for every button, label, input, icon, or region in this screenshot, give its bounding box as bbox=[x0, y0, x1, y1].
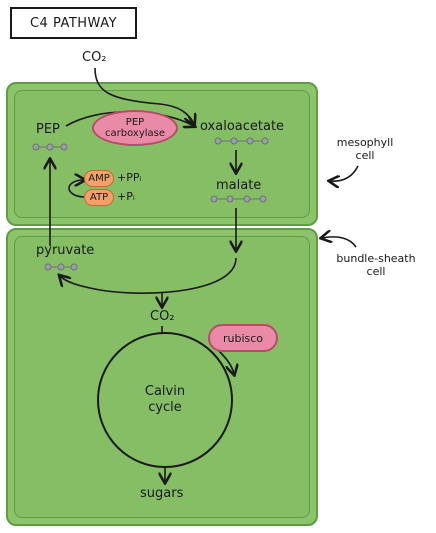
pep-molecule-icon bbox=[32, 143, 68, 151]
rubisco-arrow bbox=[217, 349, 234, 374]
malate-molecule-icon bbox=[210, 195, 267, 203]
bundle-sheath-cell-label: bundle-sheath cell bbox=[336, 252, 416, 278]
pep-label: PEP bbox=[36, 122, 60, 137]
pep-carboxylase-enzyme: PEP carboxylase bbox=[92, 110, 178, 146]
mesophyll-label-arrow bbox=[330, 165, 359, 181]
bundle-sheath-label-arrow bbox=[322, 237, 357, 248]
co2-top-label: CO₂ bbox=[82, 50, 107, 65]
malate-label: malate bbox=[216, 178, 262, 193]
rubisco-enzyme: rubisco bbox=[208, 324, 278, 352]
pep-carboxylase-label: PEP carboxylase bbox=[105, 117, 165, 139]
atp-pill: ATP bbox=[84, 189, 114, 206]
oxaloacetate-label: oxaloacetate bbox=[200, 119, 285, 134]
pyruvate-label: pyruvate bbox=[36, 243, 95, 258]
rubisco-label: rubisco bbox=[222, 331, 264, 345]
oxaloacetate-molecule-icon bbox=[214, 137, 269, 145]
malate-to-pyruvate-arrow bbox=[60, 257, 237, 294]
diagram-title: C4 PATHWAY bbox=[10, 7, 137, 39]
atp-to-amp-arrow bbox=[68, 180, 84, 198]
amp-pill: AMP bbox=[84, 170, 114, 187]
pyruvate-molecule-icon bbox=[44, 263, 78, 271]
calvin-cycle-label: Calvin cycle bbox=[144, 384, 186, 415]
pi-label: +Pᵢ bbox=[117, 190, 135, 203]
co2-mid-label: CO₂ bbox=[150, 309, 175, 324]
sugars-label: sugars bbox=[140, 486, 184, 501]
co2-arrow bbox=[94, 67, 194, 124]
mesophyll-cell-label: mesophyll cell bbox=[336, 136, 394, 162]
ppi-label: +PPᵢ bbox=[117, 171, 142, 184]
